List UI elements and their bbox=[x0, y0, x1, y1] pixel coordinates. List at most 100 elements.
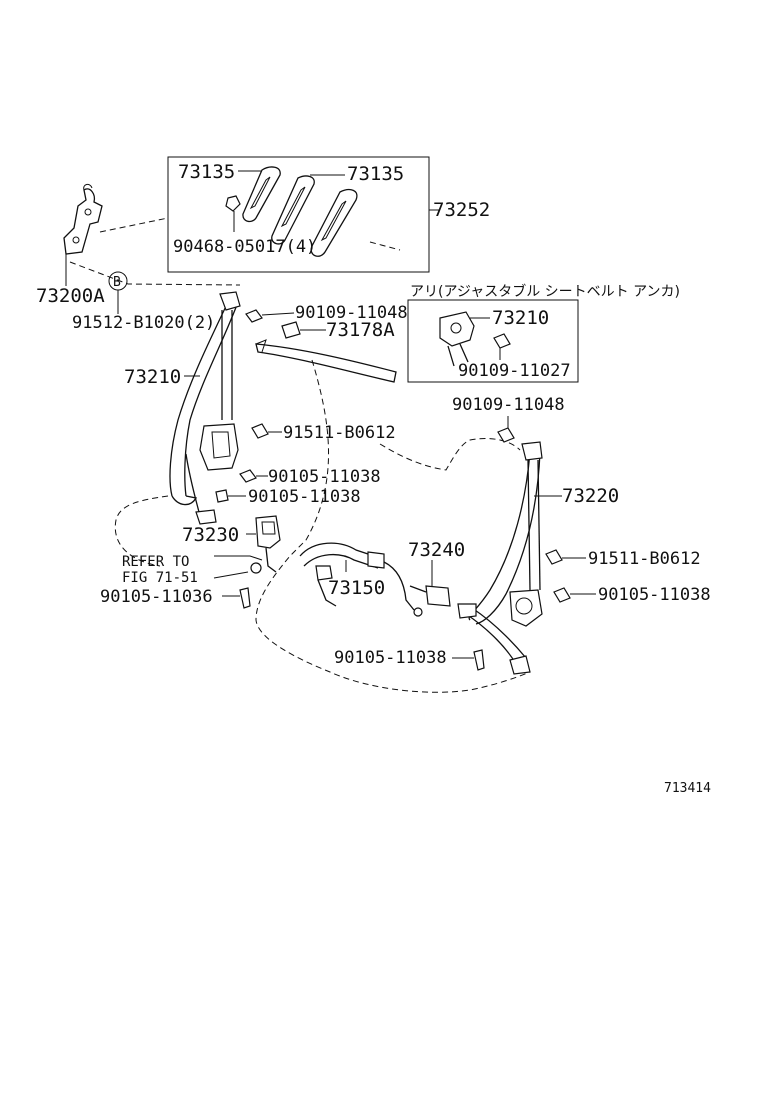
label-90109-11048-b: 90109-11048 bbox=[452, 395, 565, 415]
buckle-slot bbox=[261, 521, 276, 535]
belt-webbing-upper-2 bbox=[184, 301, 239, 497]
label-73230: 73230 bbox=[182, 524, 239, 546]
dash-bracket-to-inset-2 bbox=[69, 261, 241, 286]
bolt-90105-11038-b bbox=[215, 489, 246, 503]
refer-to-line1: REFER TO bbox=[122, 554, 189, 570]
right-belt-webbing-2 bbox=[475, 451, 541, 625]
right-belt-anchor-top bbox=[521, 441, 543, 461]
refer-to-line2: FIG 71-51 bbox=[122, 570, 198, 586]
right-belt-lower-anchor bbox=[509, 655, 531, 675]
label-73135-b: 73135 bbox=[347, 163, 404, 185]
right-belt-rail-2 bbox=[537, 459, 541, 591]
bracket-body bbox=[63, 188, 103, 255]
buckle-73240 bbox=[383, 560, 451, 617]
bolt-90109-11048-a bbox=[245, 309, 295, 323]
label-73178a: 73178A bbox=[326, 319, 395, 341]
buckle-73240-body bbox=[425, 585, 451, 607]
label-90105-11038-d: 90105-11038 bbox=[598, 585, 711, 605]
trim-cover-inset-frame bbox=[167, 156, 430, 273]
anchor-strap bbox=[447, 343, 469, 367]
label-90105-11038-b: 90105-11038 bbox=[248, 487, 361, 507]
anchor-bracket-73200a bbox=[63, 183, 103, 286]
cover-piece-1 bbox=[242, 166, 281, 223]
right-belt-retractor bbox=[509, 589, 543, 627]
cover-piece-3-slot bbox=[320, 200, 347, 242]
label-91511-b0612-a: 91511-B0612 bbox=[283, 423, 396, 443]
label-90105-11036: 90105-11036 bbox=[100, 587, 213, 607]
belt-retractor bbox=[199, 423, 239, 471]
label-91512-b1020: 91512-B1020(2) bbox=[72, 313, 215, 333]
front-belt-right bbox=[457, 441, 562, 675]
belt-retractor-detail bbox=[211, 431, 231, 459]
seat-outline-dashed bbox=[114, 359, 531, 693]
bolt-90105-11038-c bbox=[452, 649, 485, 671]
bolt-90105-11038-d bbox=[553, 587, 596, 603]
belt-webbing-upper bbox=[169, 301, 229, 497]
dash-bracket-to-inset bbox=[99, 217, 169, 233]
adjustable-anchor-inset-frame bbox=[407, 299, 579, 383]
label-90109-11027: 90109-11027 bbox=[458, 361, 571, 381]
center-belt-lower bbox=[317, 579, 337, 607]
inset-title-adjustable-anchor: アリ(アジャスタブル シートベルト アンカ) bbox=[410, 283, 680, 300]
refer-leader bbox=[214, 555, 263, 561]
dash-inset-right bbox=[369, 241, 401, 251]
cover-piece-1-slot bbox=[249, 176, 271, 210]
buckle-73240-strap2 bbox=[409, 585, 427, 593]
adjustable-anchor-inset bbox=[407, 299, 579, 383]
cover-fastener bbox=[225, 195, 241, 212]
figure-number: 713414 bbox=[664, 781, 711, 796]
bolt-90105-11036 bbox=[222, 562, 262, 609]
refer-leader-2 bbox=[213, 571, 249, 579]
buckle-73230 bbox=[246, 515, 281, 573]
center-belt-strap-2 bbox=[303, 554, 379, 569]
center-belt-tongue bbox=[367, 551, 385, 569]
anchor-bolt bbox=[493, 333, 511, 349]
center-belt-73150 bbox=[299, 542, 385, 607]
label-73240: 73240 bbox=[408, 539, 465, 561]
buckle-stalk bbox=[265, 547, 277, 573]
label-73220: 73220 bbox=[562, 485, 619, 507]
right-belt-rail bbox=[527, 459, 531, 591]
bracket-hole bbox=[72, 236, 80, 244]
label-90105-11038-c: 90105-11038 bbox=[334, 648, 447, 668]
label-73210-main: 73210 bbox=[124, 366, 181, 388]
buckle-73240-bolt bbox=[413, 607, 423, 617]
label-73135-a: 73135 bbox=[178, 161, 235, 183]
front-belt-left bbox=[169, 291, 241, 525]
belt-lower-loop bbox=[171, 495, 198, 506]
bolt-90105-11038-a bbox=[239, 469, 268, 483]
clip-73178a bbox=[281, 321, 326, 339]
right-belt-lower-2 bbox=[471, 607, 527, 659]
label-73200a: 73200A bbox=[36, 285, 105, 307]
bracket-hole-2 bbox=[84, 208, 92, 216]
center-belt-strap bbox=[299, 542, 381, 559]
anchor-plate bbox=[439, 311, 475, 347]
belt-lower-anchor bbox=[195, 509, 217, 525]
ref-letter-b: B bbox=[113, 275, 121, 290]
label-90468-05017: 90468-05017(4) bbox=[173, 237, 316, 257]
label-90109-11048-a: 90109-11048 bbox=[295, 303, 408, 323]
trim-strip bbox=[255, 343, 397, 383]
cover-piece-2-slot bbox=[280, 186, 306, 228]
label-90105-11038-a: 90105-11038 bbox=[268, 467, 381, 487]
cover-piece-3 bbox=[310, 189, 358, 257]
center-belt-anchor bbox=[315, 565, 333, 581]
bolt-91511-b0612-b bbox=[545, 549, 586, 565]
bracket-hook bbox=[83, 183, 93, 191]
anchor-plate-hole bbox=[450, 322, 462, 334]
label-73150: 73150 bbox=[328, 577, 385, 599]
buckle-body bbox=[255, 515, 281, 549]
belt-shoulder-anchor bbox=[219, 291, 241, 311]
trim-cover-inset: 73135 73135 90468-05017(4) bbox=[167, 156, 440, 273]
buckle-73240-strap bbox=[383, 561, 415, 611]
right-belt-retractor-spool bbox=[515, 597, 533, 615]
bolt-91511-b0612-a bbox=[251, 423, 282, 439]
trim-strip-tip bbox=[255, 339, 267, 353]
label-91511-b0612-b: 91511-B0612 bbox=[588, 549, 701, 569]
right-belt-tongue bbox=[457, 603, 477, 619]
label-73252: 73252 bbox=[433, 199, 490, 221]
bolt-90109-11048-b bbox=[497, 416, 515, 443]
cover-piece-2 bbox=[271, 175, 315, 245]
label-73210-inset: 73210 bbox=[492, 307, 549, 329]
